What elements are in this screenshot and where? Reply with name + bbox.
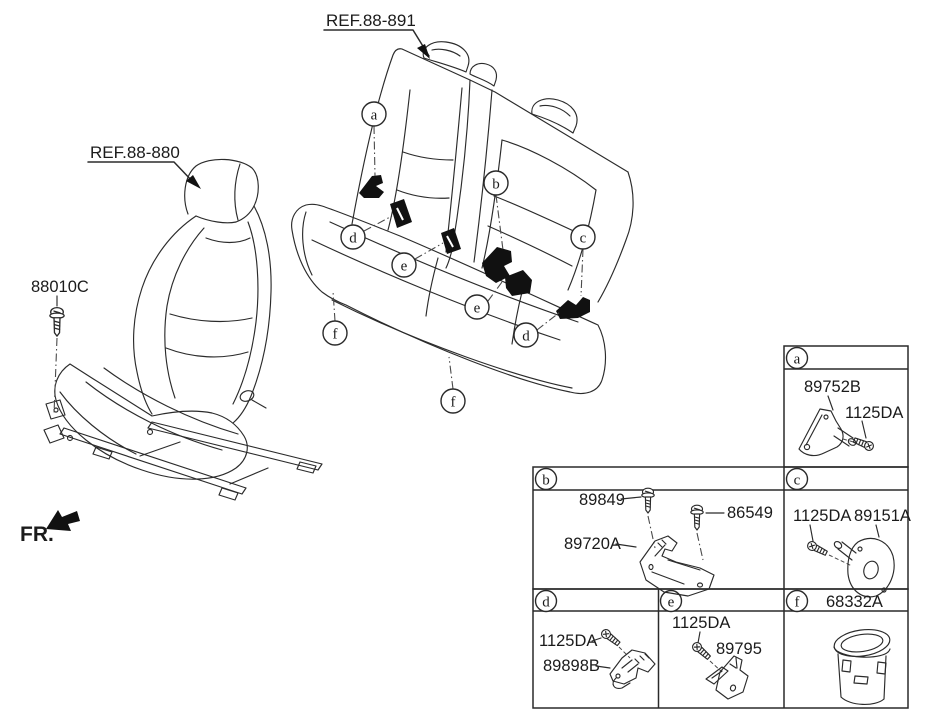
svg-text:d: d [522, 329, 530, 345]
leader-arrowhead [186, 175, 201, 189]
part-number-1125da: 1125DA [845, 404, 903, 422]
callout-d-marker-right[interactable]: d [513, 322, 539, 348]
bolt-drawing-88010c [49, 306, 65, 337]
belt-anchor-center-left [441, 228, 461, 254]
bolt-drawing-1125da-a [851, 435, 876, 453]
part-number-1125da-c: 1125DA [793, 507, 851, 525]
belt-anchor-upper-left [390, 199, 412, 228]
belt-anchor-a [359, 175, 384, 198]
legend-row-3 [532, 588, 909, 709]
part-number-89752b: 89752B [804, 378, 861, 396]
front-seat-illustration [43, 158, 323, 501]
callout-e-marker-right[interactable]: e [464, 294, 490, 320]
legend-cell-f-content[interactable]: 68332A [826, 593, 892, 705]
svg-text:f: f [451, 395, 456, 411]
svg-text:d: d [542, 595, 550, 611]
part-number-89720a: 89720A [564, 535, 621, 553]
part-number-89151a: 89151A [854, 507, 911, 525]
callout-f-marker-left[interactable]: f [322, 320, 348, 346]
legend-header-c[interactable]: c [785, 467, 809, 491]
leader-arrowhead [417, 44, 430, 59]
legend-cell-c-content[interactable]: 1125DA 89151A [793, 507, 911, 598]
part-number-68332a: 68332A [826, 593, 883, 611]
part-number-86549: 86549 [727, 504, 773, 522]
fr-direction-arrow-icon [46, 510, 80, 531]
svg-text:f: f [333, 327, 338, 343]
belt-anchor-center-buckle [482, 247, 512, 283]
legend-cell-e-content[interactable]: 1125DA 89795 [672, 614, 762, 700]
legend-header-d[interactable]: d [534, 589, 558, 613]
svg-text:c: c [580, 231, 587, 247]
belt-anchor-right [556, 297, 590, 319]
svg-text:c: c [794, 473, 801, 489]
bracket-drawing-89151a [847, 537, 895, 598]
fr-direction-label: FR. [20, 523, 54, 546]
front-bolt-label: 88010C [31, 278, 89, 296]
callout-markers: a b c d e e d f [322, 101, 596, 414]
svg-text:d: d [349, 231, 357, 247]
svg-text:e: e [668, 595, 675, 611]
bolt-drawing-1125da-e [690, 640, 713, 662]
svg-text:e: e [401, 259, 408, 275]
svg-text:a: a [794, 352, 801, 368]
callout-a-marker[interactable]: a [361, 101, 387, 127]
legend-header-b[interactable]: b [534, 467, 558, 491]
legend-cell-b-content[interactable]: 89849 86549 89720A [564, 487, 773, 597]
part-number-89795: 89795 [716, 640, 762, 658]
callout-d-marker-left[interactable]: d [340, 224, 366, 250]
legend-cell-a-content: 89752B 1125DA [798, 378, 903, 457]
front-bolt-callout: 88010C [31, 278, 89, 415]
rear-seat-illustration [291, 41, 634, 395]
bracket-drawing-89720a [639, 535, 715, 597]
svg-text:e: e [474, 301, 481, 317]
callout-c-marker[interactable]: c [570, 224, 596, 250]
svg-text:b: b [492, 177, 500, 193]
svg-text:b: b [542, 473, 550, 489]
bolt-drawing-1125da-c [805, 539, 829, 558]
bracket-drawing-89898b [609, 649, 656, 685]
bolt-drawing-1125da-d [599, 627, 622, 648]
legend-row-2 [532, 466, 909, 590]
ref-88-880-label: REF.88-880 [87, 143, 201, 189]
ref-88-880-text: REF.88-880 [90, 143, 180, 162]
bracket-drawing-89752b [798, 408, 844, 457]
legend-table: a b c d e f 89752B 1125DA [532, 345, 911, 709]
legend-header-f[interactable]: f [785, 589, 809, 613]
screw-drawing-86549 [690, 504, 704, 531]
legend-header-a[interactable]: a [785, 346, 809, 370]
legend-header-e[interactable]: e [659, 589, 683, 613]
part-number-89849: 89849 [579, 491, 625, 509]
svg-text:a: a [371, 108, 378, 124]
fr-direction: FR. [20, 510, 80, 546]
callout-e-marker-left[interactable]: e [391, 252, 417, 278]
part-number-89898b: 89898B [543, 657, 600, 675]
part-number-1125da-d: 1125DA [539, 632, 597, 650]
part-number-1125da-e: 1125DA [672, 614, 730, 632]
svg-text:f: f [795, 595, 800, 611]
callout-f-marker-bottom[interactable]: f [440, 388, 466, 414]
bracket-drawing-89795 [705, 666, 729, 685]
ref-88-891-text: REF.88-891 [326, 11, 416, 30]
callout-b-marker[interactable]: b [483, 170, 509, 196]
screw-drawing-89849 [641, 487, 655, 514]
ref-88-891-label: REF.88-891 [323, 11, 430, 59]
legend-cell-d-content[interactable]: 1125DA 89898B [539, 627, 656, 689]
